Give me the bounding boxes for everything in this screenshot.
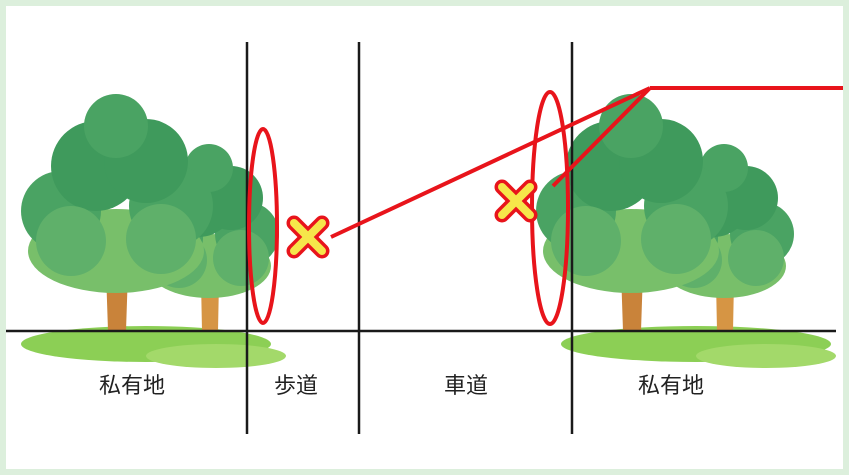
label-roadway: 車道 bbox=[438, 372, 495, 402]
left-grass bbox=[21, 326, 286, 368]
label-private-land-left: 私有地 bbox=[93, 372, 172, 402]
label-private-land-right: 私有地 bbox=[632, 372, 711, 402]
right-grass bbox=[561, 326, 836, 368]
cross-mark-icon bbox=[502, 187, 530, 215]
tree-boundary-diagram bbox=[6, 42, 843, 434]
callout-lines bbox=[247, 86, 843, 326]
cross-mark-icon bbox=[294, 223, 322, 251]
tree-icon bbox=[21, 94, 213, 331]
sidewalk-overhang-ellipse bbox=[247, 127, 279, 325]
diagram-frame: 私有地 歩道 車道 私有地 bbox=[6, 6, 843, 469]
boundary-lines bbox=[6, 42, 836, 434]
label-sidewalk: 歩道 bbox=[268, 372, 325, 402]
